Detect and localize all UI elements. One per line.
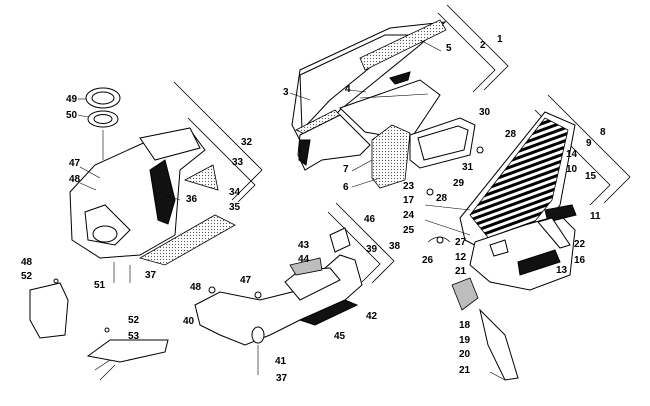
callout-c19: 19 <box>459 335 471 346</box>
callout-c15: 15 <box>585 171 597 182</box>
callout-c21a: 21 <box>455 266 467 277</box>
callout-c11: 11 <box>590 211 601 222</box>
callout-c36: 36 <box>186 194 198 205</box>
callout-c14: 14 <box>566 149 578 160</box>
callout-c17: 17 <box>403 195 415 206</box>
callout-c10: 10 <box>566 164 578 175</box>
callout-c35: 35 <box>229 202 241 213</box>
callout-c28b: 28 <box>436 193 448 204</box>
windshield-assembly <box>289 19 447 189</box>
callout-c48a: 48 <box>69 174 81 185</box>
nose-panel-right <box>409 111 577 381</box>
callout-c29: 29 <box>453 178 465 189</box>
left-side-bracket <box>29 278 69 339</box>
callout-c26: 26 <box>422 255 434 266</box>
callout-c3: 3 <box>283 87 289 98</box>
callout-c24: 24 <box>403 210 415 221</box>
callout-c46: 46 <box>364 214 376 225</box>
callout-c39: 39 <box>366 244 378 255</box>
callout-c32: 32 <box>241 137 253 148</box>
callout-c12: 12 <box>455 252 467 263</box>
callout-c18: 18 <box>459 320 471 331</box>
callout-c31: 31 <box>462 162 474 173</box>
callout-c51: 51 <box>94 280 106 291</box>
callout-c1: 1 <box>497 34 503 45</box>
callout-c28a: 28 <box>505 129 517 140</box>
callout-c2: 2 <box>480 40 486 51</box>
callout-c33: 33 <box>232 157 244 168</box>
callout-c41: 41 <box>275 356 287 367</box>
callout-c49: 49 <box>66 94 78 105</box>
callout-c48c: 48 <box>190 282 202 293</box>
callout-c23: 23 <box>403 181 415 192</box>
callout-c13: 13 <box>556 265 568 276</box>
callout-c43: 43 <box>298 240 310 251</box>
callout-c8: 8 <box>600 127 606 138</box>
callout-c52a: 52 <box>21 271 33 282</box>
callout-c40: 40 <box>183 316 195 327</box>
callout-c25: 25 <box>403 225 415 236</box>
callout-c48b: 48 <box>21 257 33 268</box>
callout-c52b: 52 <box>128 315 140 326</box>
gauge-rings <box>77 87 121 160</box>
callout-c5: 5 <box>446 43 452 54</box>
callout-c6: 6 <box>343 182 349 193</box>
floor-plate <box>86 327 169 381</box>
callout-c47a: 47 <box>69 158 81 169</box>
callout-c45: 45 <box>334 331 346 342</box>
callout-c16: 16 <box>574 255 586 266</box>
callout-c37b: 37 <box>276 373 288 384</box>
callout-c47b: 47 <box>240 275 252 286</box>
callout-c27: 27 <box>455 237 467 248</box>
callout-c30: 30 <box>479 107 491 118</box>
callout-c22: 22 <box>574 239 586 250</box>
callout-c34: 34 <box>229 187 241 198</box>
callout-c9: 9 <box>586 138 592 149</box>
callout-c42: 42 <box>366 311 378 322</box>
callout-c38: 38 <box>389 241 401 252</box>
callout-c20: 20 <box>459 349 471 360</box>
lower-nose-pan <box>194 227 363 375</box>
callout-c50: 50 <box>66 110 78 121</box>
callout-c4: 4 <box>345 84 351 95</box>
dash-assembly <box>69 127 236 283</box>
callout-c7: 7 <box>343 164 349 175</box>
callout-c44: 44 <box>298 254 310 265</box>
callout-c53: 53 <box>128 331 140 342</box>
callout-c37a: 37 <box>145 270 157 281</box>
callout-c21b: 21 <box>459 365 471 376</box>
